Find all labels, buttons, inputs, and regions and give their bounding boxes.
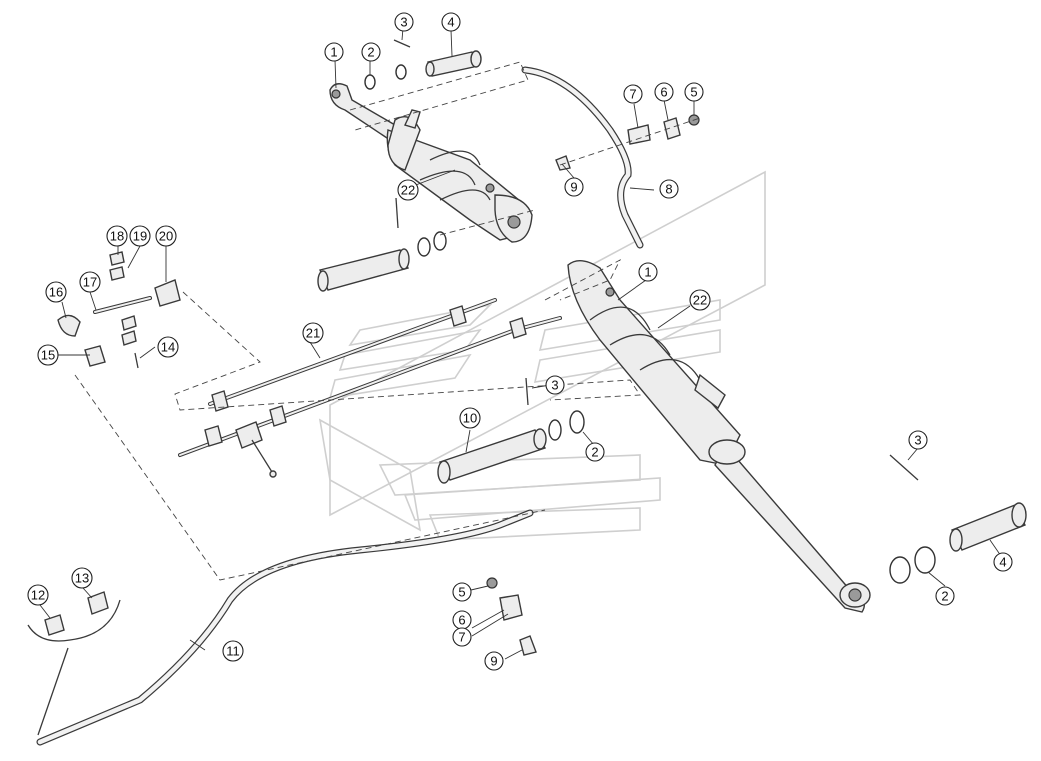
- callout-label: 9: [570, 180, 577, 195]
- callout-label: 15: [41, 348, 55, 363]
- lower-middle-pin: [437, 377, 585, 484]
- callout-label: 8: [665, 182, 672, 197]
- part-callouts: 1 2 3 4 7 6 5 9 8 22 18 19 20 17 16 21 1…: [27, 12, 1013, 671]
- lower-right-pin: [889, 454, 1027, 584]
- callout: 9: [484, 651, 504, 671]
- callout: 12: [27, 584, 49, 606]
- callout-label: 13: [75, 571, 89, 586]
- upper-top-pin: [364, 39, 482, 90]
- callout-label: 1: [330, 45, 337, 60]
- callout-label: 22: [401, 183, 415, 198]
- callout: 3: [545, 375, 565, 395]
- callout: 11: [222, 640, 244, 662]
- callout-label: 6: [458, 613, 465, 628]
- callout: 5: [684, 82, 704, 102]
- callout-label: 5: [458, 585, 465, 600]
- callout: 5: [452, 582, 472, 602]
- callout-label: 17: [83, 275, 97, 290]
- callout: 7: [452, 627, 472, 647]
- callout-label: 4: [447, 15, 454, 30]
- upper-hydraulic-cylinder: [329, 83, 533, 243]
- callout-label: 3: [551, 378, 558, 393]
- callout-label: 2: [367, 45, 374, 60]
- callout-label: 1: [644, 265, 651, 280]
- callout-label: 9: [490, 654, 497, 669]
- callout: 6: [654, 82, 674, 102]
- callout-label: 16: [49, 285, 63, 300]
- callout-label: 18: [110, 229, 124, 244]
- callout: 3: [908, 430, 928, 450]
- callout-label: 7: [458, 630, 465, 645]
- callout: 14: [157, 336, 179, 358]
- callout: 15: [37, 344, 59, 366]
- callout-label: 5: [690, 85, 697, 100]
- callout-label: 2: [591, 445, 598, 460]
- lower-hydraulic-cylinder: [567, 260, 871, 613]
- callout-label: 3: [914, 433, 921, 448]
- callout: 22: [689, 289, 711, 311]
- callout-label: 3: [400, 15, 407, 30]
- callout: 2: [935, 586, 955, 606]
- callout: 22: [397, 179, 419, 201]
- lower-clamp-parts: [486, 577, 537, 656]
- callout: 13: [71, 567, 93, 589]
- callout-label: 14: [161, 340, 175, 355]
- callout-label: 20: [159, 229, 173, 244]
- fittings-12-13: [27, 591, 121, 736]
- callout: 17: [79, 271, 101, 293]
- callout-label: 12: [31, 588, 45, 603]
- callout-label: 7: [629, 87, 636, 102]
- callout: 8: [659, 179, 679, 199]
- callout-label: 21: [306, 326, 320, 341]
- callout-label: 6: [660, 85, 667, 100]
- callout: 1: [324, 42, 344, 62]
- assembly-dashed-lines: [74, 61, 701, 581]
- callout: 9: [564, 177, 584, 197]
- left-fitting-parts: [57, 251, 181, 369]
- callout-label: 11: [226, 644, 240, 659]
- callout: 10: [459, 407, 481, 429]
- hose-8: [521, 66, 644, 249]
- callout: 4: [993, 552, 1013, 572]
- callout: 16: [45, 281, 67, 303]
- callout: 6: [452, 610, 472, 630]
- callout: 21: [302, 322, 324, 344]
- leader-lines: [39, 27, 1002, 660]
- callout: 2: [585, 442, 605, 462]
- callout-label: 10: [463, 411, 477, 426]
- callout: 18: [106, 225, 128, 247]
- upper-clamp-parts: [555, 114, 700, 171]
- pipe-21: [178, 298, 562, 478]
- hose-11: [36, 509, 534, 746]
- callout: 1: [638, 262, 658, 282]
- watermark-logo: [318, 170, 766, 541]
- upper-bottom-pin: [317, 197, 447, 292]
- callout: 7: [623, 84, 643, 104]
- callout: 19: [129, 225, 151, 247]
- callout: 2: [361, 42, 381, 62]
- callout-label: 4: [999, 555, 1006, 570]
- callout-label: 2: [941, 589, 948, 604]
- callout: 4: [441, 12, 461, 32]
- callout: 3: [394, 12, 414, 32]
- callout: 20: [155, 225, 177, 247]
- callout-label: 22: [693, 293, 707, 308]
- callout-label: 19: [133, 229, 147, 244]
